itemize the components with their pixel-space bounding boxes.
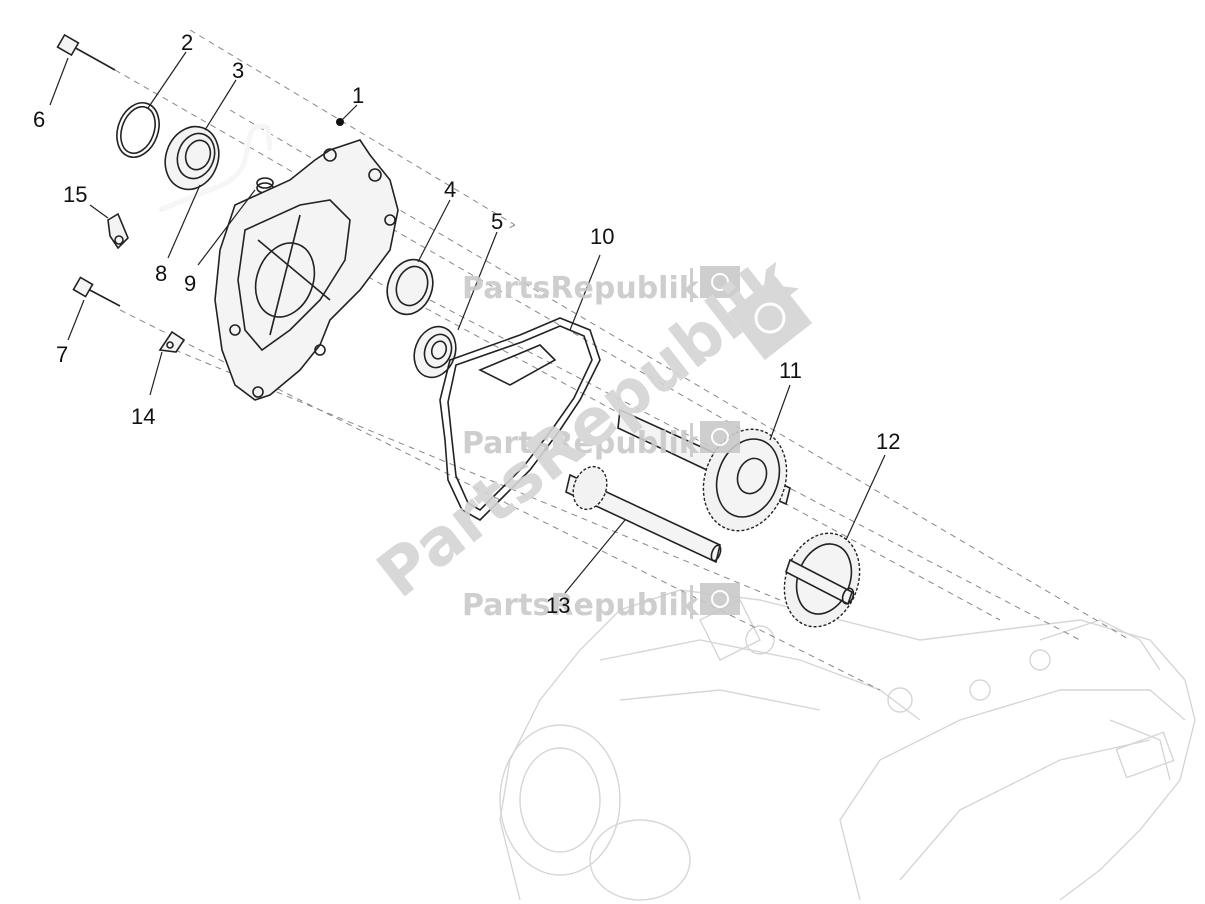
callout-11: 11	[779, 358, 802, 383]
callout-4: 4	[444, 177, 456, 202]
callout-12: 12	[876, 429, 900, 454]
part-7-bolt	[72, 276, 121, 307]
gear-logo-icon	[700, 421, 740, 453]
callout-2: 2	[181, 30, 193, 55]
part-5-bearing	[413, 325, 457, 379]
callout-labels: 1 2 3 4 5 6 7 8 9 10 11 12 13 14 15	[33, 30, 900, 618]
part-2-circlip	[116, 102, 160, 158]
engine-ghost-outline	[499, 589, 1196, 901]
gear-logo-icon-large	[727, 275, 813, 361]
part-8-pipe	[159, 123, 273, 213]
callout-3: 3	[232, 58, 244, 83]
part-3-bearing	[164, 125, 220, 191]
callout-10: 10	[590, 224, 614, 249]
watermark-text-1: PartsRepublik	[462, 271, 700, 306]
part-6-bolt	[56, 33, 116, 71]
callout-8: 8	[155, 261, 167, 286]
callout-14: 14	[131, 404, 155, 429]
leader-lines	[49, 51, 886, 594]
callout-5: 5	[491, 209, 503, 234]
watermark-text-2: PartsRepublik	[462, 426, 700, 461]
callout-15: 15	[63, 182, 87, 207]
callout-6: 6	[33, 107, 45, 132]
gear-logo-icon	[700, 266, 740, 298]
part-11-shaft-gear	[617, 408, 791, 532]
part-14-bracket	[158, 330, 186, 353]
callout-1: 1	[352, 83, 364, 108]
callout-9: 9	[184, 271, 196, 296]
part-12-gear	[783, 532, 861, 628]
part-4-seal	[386, 258, 434, 316]
part-10-gasket	[439, 317, 601, 521]
callout-7: 7	[56, 342, 68, 367]
watermark-text-3: PartsRepublik	[462, 588, 700, 623]
gear-logo-icon	[700, 583, 740, 615]
part-15-bracket	[107, 212, 129, 250]
callout-13: 13	[546, 593, 570, 618]
part-1-cover	[214, 139, 399, 401]
part-13-shaft	[565, 465, 722, 564]
